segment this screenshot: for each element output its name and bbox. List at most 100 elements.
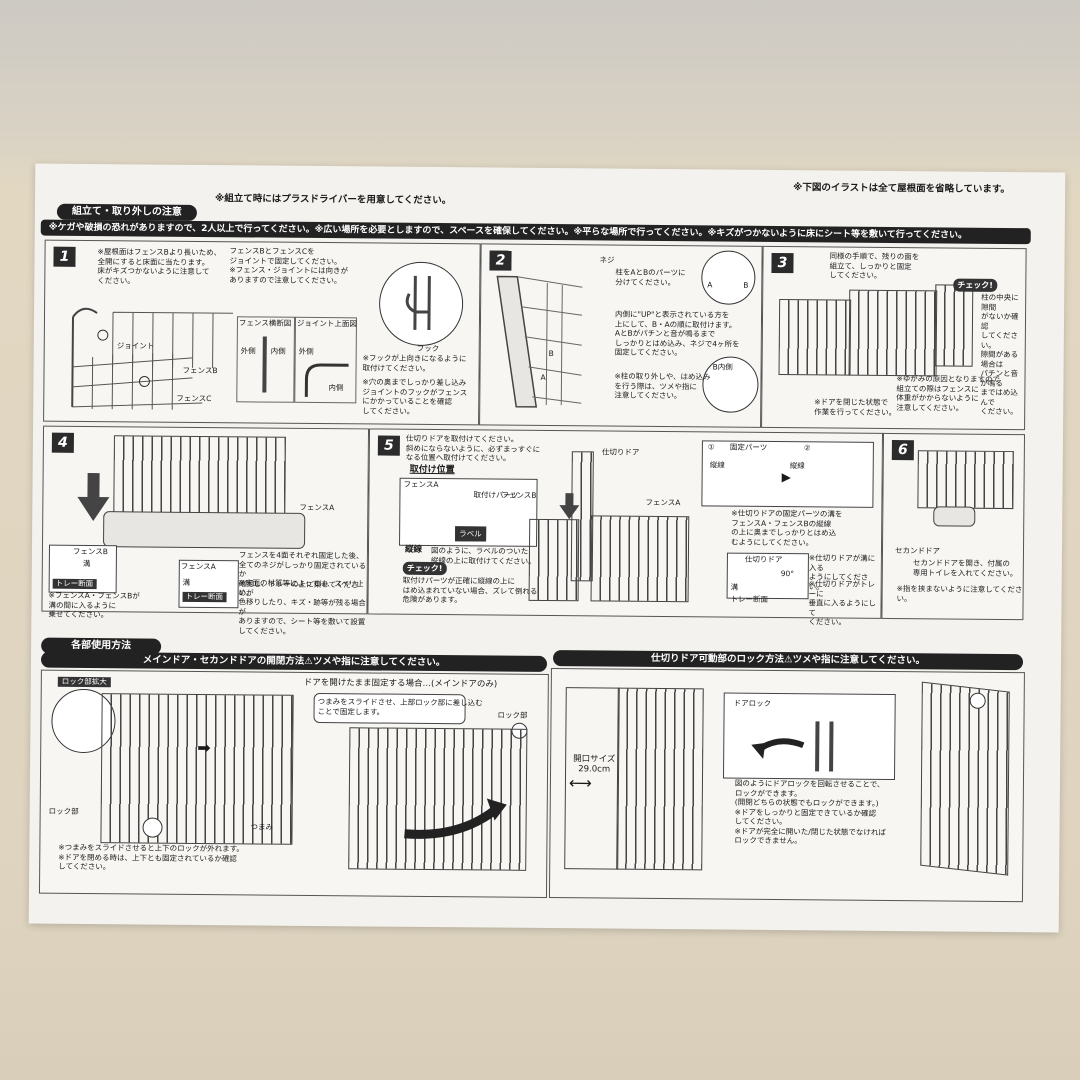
label-outside-2: 外側 [298,346,314,356]
swing-arrow-icon [404,798,507,839]
label-neji: ネジ [599,255,615,265]
top-right-note: ※下図のイラストは全て屋根面を省略しています。 [793,182,1011,196]
fence-left [778,299,852,376]
step-number: 3 [771,252,794,274]
lock-part-label: ロック部 [48,806,79,816]
label-label: ラベル [455,526,486,542]
check-tag: チェック! [953,278,998,292]
label-fence-cross: フェンス横断図 [238,318,292,328]
step-5-panel: 5 仕切りドアを取付けてください。 斜めにならないように、必ずまっすぐに なる位… [367,428,884,627]
note-hook: ※フックが上向きになるように 取付けてください。 [362,353,467,373]
label-fence-b: フェンスB [501,490,537,500]
step-4-panel: 4 フェンスA フェンスB 溝 トレー断面 フェンスA 溝 トレー断面 フェンス… [41,425,370,635]
label-fence-a: フェンスA [403,479,439,490]
label-text: 図のように、ラベルのついた 縦線の上に取付けてください。 [430,545,536,566]
step-2-note: ※柱の取り外しや、はめ込み を行う際は、ツメや指に 注意してください。 [614,371,711,401]
lock-bar: 仕切りドア可動部のロック方法⚠ツメや指に注意してください。 [552,650,1024,671]
lock-zoom-label: ロック部拡大 [57,676,111,687]
step-number: 5 [377,435,400,456]
down-arrow-icon [77,496,110,522]
main-door-bar: メインドア・セカンドドアの開閉方法⚠ツメや指に注意してください。 [40,651,548,673]
parts-zoom-circle [701,250,756,305]
step-5-instruction: 仕切りドアを取付けてください。 斜めにならないように、必ずまっすぐに なる位置へ… [405,433,541,463]
lock-panel: 開口サイズ 29.0cm ⟷ ドアロック 図のようにドアロックを回転させることで… [548,668,1025,903]
rotate-arrow-icon [751,721,834,772]
step-2-panel: 2 ネジ B A 柱をAとBのパーツに 分けてください。 A B 内側に"UP"… [479,243,763,428]
hook-drawing [405,275,431,330]
label-fence-b: フェンスB [182,365,218,376]
label-b-inside: B内側 [712,362,733,372]
step-4-note-a: ※フェンスA・フェンスBが 溝の間に入るように 乗せてください。 [48,590,140,620]
label-joint-top: ジョイント上面図 [296,318,357,329]
label-fence-c: フェンスC [176,393,212,404]
right-arrow-icon: ▶ [781,470,791,485]
label-90: 90° [780,569,795,579]
label-a-2: A [707,280,713,290]
step-3-instruction: 同様の手順で、残りの面を 組立て、しっかりと固定 してください。 [829,251,920,280]
lock-circle-3 [969,692,986,709]
divider-open-drawing [616,687,704,871]
lock-part-label-2: ロック部 [497,710,528,720]
check-text: 取付けパーツが正確に縦線の上に はめ込まれていない場合、ズレて倒れる 危険があり… [402,575,538,605]
step-6-instruction: セカンドドアを開き、付属の 専用トイレを入れてください。 [912,558,1018,578]
fence-cross-bar [262,336,267,393]
divider-locked-drawing [920,681,1010,876]
label-a: A [540,372,546,382]
step-5-note-b: ※仕切りドアがトレーに 垂直に入るようにして ください。 [808,579,877,627]
main-door-panel: ロック部拡大 ➡ ロック部 つまみ ※つまみをスライドさせると上下のロックが外れ… [38,669,549,899]
label-groove: 溝 [82,558,91,569]
label-b: B [548,349,554,359]
note-hole: ※穴の奥までしっかり差し込み ジョイントのフックがフェンス にかかっていることを… [362,377,468,416]
label-outside: 外側 [240,346,256,356]
lock-circle [142,817,163,838]
step-number: 6 [891,440,914,461]
label-second: セカンドドア [894,546,941,556]
step-6-panel: 6 セカンドドア セカンドドアを開き、付属の 専用トイレを入れてください。 ※指… [881,432,1026,621]
slide-text: ※つまみをスライドさせると上下のロックが外れます。 ※ドアを閉める時は、上下とも… [58,842,244,872]
lock-text: 図のようにドアロックを回転させることで、 ロックができます。 (開閉どちらの状態… [734,778,886,846]
step-6-note: ※指を挟まないように注意してください。 [896,584,1023,603]
tray [102,511,306,549]
label-fence-a: フェンスA [299,502,335,513]
step-1-instruction: フェンスBとフェンスCを ジョイントで固定してください。 ※フェンス・ジョイント… [229,246,349,285]
door-lock-label: ドアロック [733,698,772,708]
label-groove-2: 溝 [182,577,191,587]
label-fence-a-2: フェンスA [645,497,681,508]
step-2-split: 柱をAとBのパーツに 分けてください。 [615,267,686,287]
double-arrow-icon: ⟷ [568,773,592,793]
fence-set [113,435,286,521]
circle-2: ② [803,443,811,453]
knob-label: つまみ [250,822,274,832]
right-arrow-icon: ➡ [197,737,211,758]
down-arrow-icon [559,505,580,520]
fence-right [934,284,974,367]
label-position: 取付け位置 [409,464,455,476]
label-fence-b: フェンスB [72,546,108,557]
fix-open-title: ドアを開けたまま固定する場合…(メインドアのみ) [303,677,498,690]
label-tray: トレー断面 [52,578,97,589]
label-divider-2: 仕切りドア [744,554,783,565]
step-1-panel: 1 ※屋根面はフェンスBより長いため、 全開にすると床面に当たります。 床がキズ… [43,239,481,426]
top-center-note: ※組立て時にはプラスドライバーを用意してください。 [214,193,452,207]
label-joint: ジョイント [116,341,155,351]
label-hook: フック [416,343,440,354]
label-fence-a-2: フェンスA [180,561,216,572]
label-tray-2: トレー断面 [182,591,227,602]
step-number: 4 [51,432,74,453]
label-vertical: 縦線 [404,544,423,555]
fence-b-drawing [528,518,580,602]
label-divider: 仕切りドア [601,447,640,457]
label-inside: 内側 [270,346,286,356]
step-4-note-b: ※床面の材質等によっては、スベリ止めが 色移りしたり、キズ・跡等が残る場合が あ… [238,578,366,636]
step-1-caution: ※屋根面はフェンスBより長いため、 全開にすると床面に当たります。 床がキズつか… [97,247,222,285]
joint-top-drawing [304,363,349,397]
fence-front [848,289,938,377]
label-v2: 縦線 [789,461,805,471]
label-v1: 縦線 [709,460,725,470]
label-tray: トレー断面 [730,594,769,604]
fence-a-drawing [590,515,690,603]
label-fixed-parts: 固定パーツ [729,442,768,452]
step-2-instruction: 内側に"UP"と表示されている方を 上にして、B・Aの順に取付けます。 AとBが… [614,309,740,358]
opening-size: 開口サイズ 29.0cm [573,754,616,775]
label-groove: 溝 [730,582,739,592]
